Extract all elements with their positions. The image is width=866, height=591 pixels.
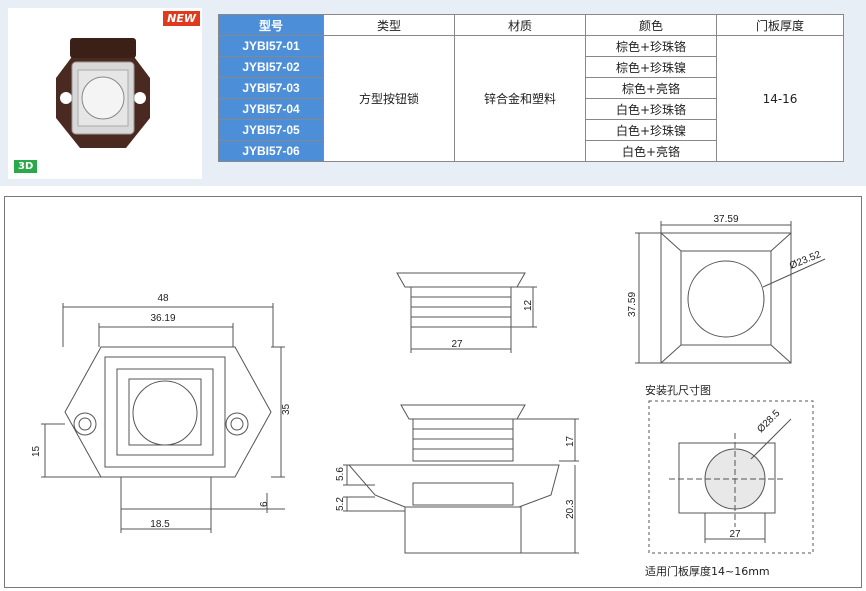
model-cell: JYBI57-06 (218, 140, 324, 162)
dim-5-2: 5.2 (335, 497, 346, 511)
technical-drawing: 48 36.19 35 15 6 18.5 12 27 17 5.6 5.2 2… (4, 196, 862, 588)
thickness-note: 适用门板厚度14~16mm (645, 565, 770, 578)
dim-37-59-top: 37.59 (713, 214, 738, 225)
spec-table: 型号 类型 材质 颜色 门板厚度 JYBI57-01 方型按钮锁 锌合金和塑料 … (218, 14, 844, 162)
cutout-title: 安装孔尺寸图 (645, 384, 711, 397)
model-cell: JYBI57-01 (218, 35, 324, 57)
color-cell: 棕色+珍珠铬 (585, 35, 717, 57)
3d-badge[interactable]: 3D (14, 160, 38, 173)
new-badge: NEW (163, 11, 200, 26)
side-view (343, 404, 579, 554)
table-header-row: 型号 类型 材质 颜色 门板厚度 (218, 14, 844, 36)
dim-23-52: Ø23.52 (788, 249, 823, 272)
model-cell: JYBI57-02 (218, 56, 324, 78)
model-cell: JYBI57-05 (218, 119, 324, 141)
table-row: JYBI57-05 白色+珍珠镍 (218, 119, 844, 141)
dim-20-3: 20.3 (565, 499, 576, 519)
color-cell: 棕色+珍珠镍 (585, 56, 717, 78)
table-row: JYBI57-02 棕色+珍珠镍 (218, 56, 844, 78)
color-cell: 白色+亮铬 (585, 140, 717, 162)
header-thickness: 门板厚度 (716, 14, 844, 36)
cutout-view (648, 400, 814, 554)
dim-12: 12 (523, 299, 534, 311)
table-row: JYBI57-01 方型按钮锁 锌合金和塑料 棕色+珍珠铬 14-16 (218, 35, 844, 162)
dim-cutout-27: 27 (729, 529, 741, 540)
front-view (41, 303, 285, 533)
dim-48: 48 (157, 293, 169, 304)
color-cell: 白色+珍珠镍 (585, 119, 717, 141)
top-view (635, 221, 826, 364)
header-type: 类型 (323, 14, 455, 36)
header-material: 材质 (454, 14, 586, 36)
material-cell: 锌合金和塑料 (454, 35, 586, 162)
product-photo: NEW 3D (8, 8, 202, 179)
dim-6: 6 (259, 501, 270, 507)
color-cell: 白色+珍珠铬 (585, 98, 717, 120)
side-top-view (396, 272, 537, 353)
type-cell: 方型按钮锁 (323, 35, 455, 162)
dim-17: 17 (565, 435, 576, 447)
product-header: NEW 3D 型号 类型 材质 颜色 门板厚度 JYBI57-01 方型按钮锁 … (0, 0, 866, 186)
dim-37-59-side: 37.59 (627, 292, 638, 317)
dim-35: 35 (281, 403, 292, 415)
thickness-cell: 14-16 (716, 35, 844, 162)
dim-27: 27 (451, 339, 463, 350)
model-cell: JYBI57-04 (218, 98, 324, 120)
color-cell: 棕色+亮铬 (585, 77, 717, 99)
model-cell: JYBI57-03 (218, 77, 324, 99)
table-row: JYBI57-04 白色+珍珠铬 (218, 98, 844, 120)
lock-photo-image (56, 38, 150, 148)
drawing-canvas: 48 36.19 35 15 6 18.5 12 27 17 5.6 5.2 2… (31, 214, 826, 554)
dim-18-5: 18.5 (150, 519, 170, 530)
header-color: 颜色 (585, 14, 717, 36)
dim-5-6: 5.6 (335, 467, 346, 481)
dim-15: 15 (31, 445, 42, 457)
dim-36-19: 36.19 (150, 313, 175, 324)
table-row: JYBI57-06 白色+亮铬 (218, 140, 844, 162)
header-model: 型号 (218, 14, 324, 36)
